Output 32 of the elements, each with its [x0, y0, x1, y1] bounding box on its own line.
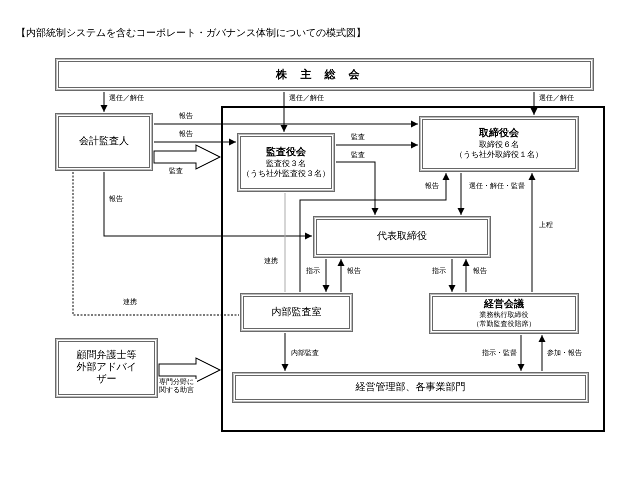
office-box: 内部監査室	[240, 293, 353, 332]
meeting-box: 株主総会	[55, 58, 594, 91]
arrow	[338, 258, 344, 292]
arrow	[322, 258, 330, 292]
arrow	[104, 172, 312, 240]
arrow	[462, 258, 470, 292]
arrow	[282, 332, 288, 372]
arrow	[100, 92, 108, 112]
arrow	[154, 120, 418, 128]
block-arrow	[158, 357, 222, 383]
arrow	[300, 172, 450, 292]
department-box: 経営管理部、各事業部門	[232, 372, 589, 403]
arrow	[530, 92, 538, 116]
board-box: 監査役会 監査役３名 （うち社外監査役３名）	[237, 133, 335, 192]
board-box: 取締役会 取締役６名 （うち社外取締役１名）	[419, 116, 579, 172]
executive-box: 代表取締役	[313, 216, 491, 258]
auditor-box: 会計監査人	[55, 113, 153, 171]
arrow	[336, 142, 418, 148]
arrow	[538, 334, 546, 372]
connector-line	[72, 172, 240, 316]
arrow	[518, 334, 524, 372]
advisor-box: 顧問弁護士等外部アドバイザー	[55, 338, 158, 398]
company-frame	[221, 106, 605, 432]
connector-line	[284, 192, 286, 292]
arrow	[528, 172, 536, 292]
diagram-title: 【内部統制システムを含むコーポレート・ガバナンス体制についての模式図】	[16, 26, 366, 40]
block-arrow	[154, 144, 222, 170]
arrow	[154, 138, 236, 146]
arrow	[458, 172, 464, 216]
arrow	[280, 92, 288, 132]
arrow	[448, 258, 456, 292]
arrow	[336, 162, 378, 216]
